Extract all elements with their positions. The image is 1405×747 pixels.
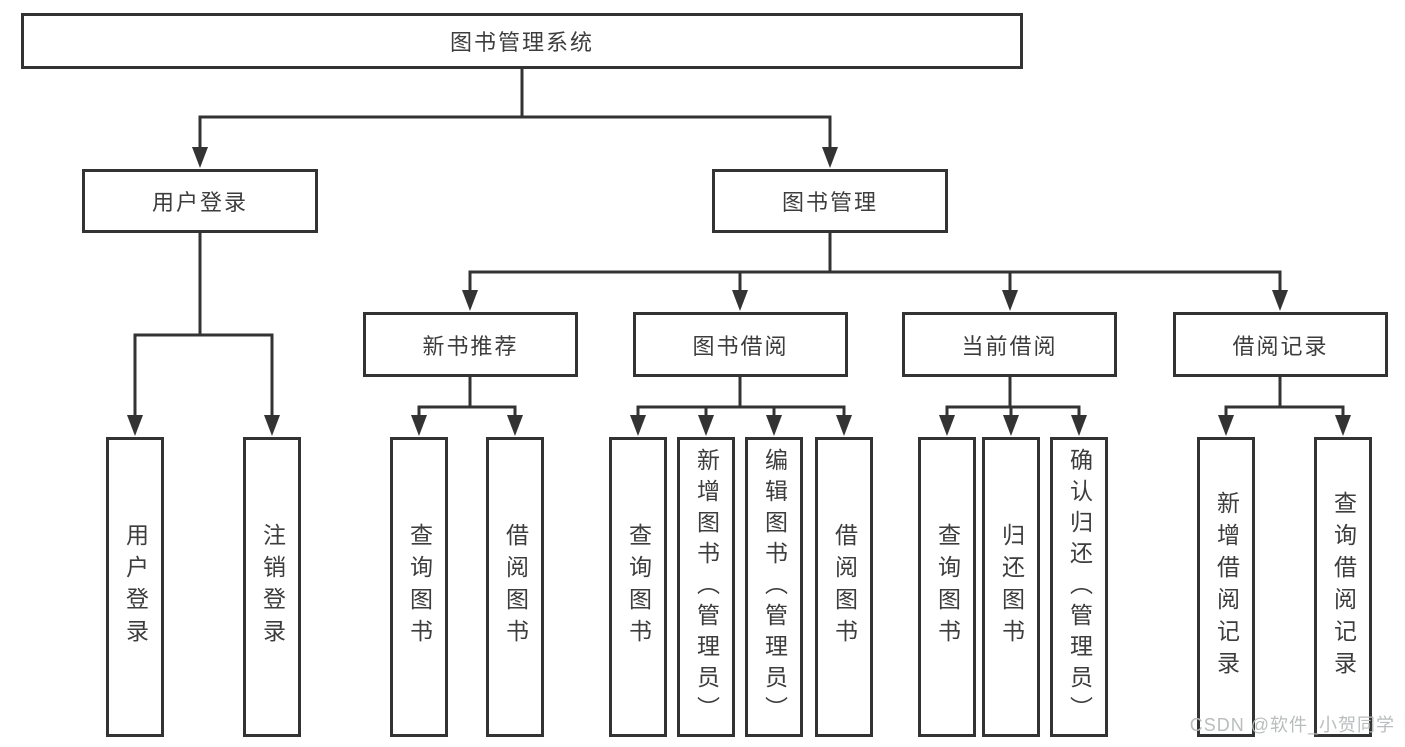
- node-new-book-recommend-label: 新书推荐: [422, 333, 519, 359]
- leaf-query-books-recommend: 查询图书: [390, 437, 448, 737]
- leaf-query-borrow-record: 查询借阅记录: [1314, 437, 1372, 737]
- node-new-book-recommend: 新书推荐: [363, 312, 578, 377]
- node-current-borrowing-label: 当前借阅: [961, 333, 1058, 359]
- node-user-login: 用户登录: [82, 169, 318, 233]
- leaf-borrow-books-recommend: 借阅图书: [486, 437, 544, 737]
- leaf-add-books-admin-label: 新增图书（管理员）: [693, 447, 720, 727]
- leaf-borrow-books-borrow: 借阅图书: [815, 437, 873, 737]
- leaf-query-books-current-label: 查询图书: [934, 523, 961, 651]
- leaf-confirm-return-admin-label: 确认归还（管理员）: [1066, 447, 1093, 727]
- leaf-edit-books-admin: 编辑图书（管理员）: [745, 437, 803, 737]
- node-book-management: 图书管理: [712, 169, 948, 233]
- leaf-add-borrow-record-label: 新增借阅记录: [1213, 491, 1240, 683]
- leaf-return-books-label: 归还图书: [998, 523, 1025, 651]
- leaf-edit-books-admin-label: 编辑图书（管理员）: [761, 447, 788, 727]
- leaf-query-books-borrow-label: 查询图书: [625, 523, 652, 651]
- leaf-add-borrow-record: 新增借阅记录: [1197, 437, 1255, 737]
- leaf-logout-label: 注销登录: [259, 523, 286, 651]
- leaf-query-books-recommend-label: 查询图书: [406, 523, 433, 651]
- leaf-borrow-books-borrow-label: 借阅图书: [831, 523, 858, 651]
- leaf-query-books-current: 查询图书: [918, 437, 976, 737]
- node-borrowing-records-label: 借阅记录: [1232, 333, 1329, 359]
- node-root-label: 图书管理系统: [449, 30, 594, 55]
- leaf-logout: 注销登录: [243, 437, 301, 737]
- node-book-management-label: 图书管理: [781, 190, 878, 215]
- leaf-query-borrow-record-label: 查询借阅记录: [1330, 491, 1357, 683]
- leaf-add-books-admin: 新增图书（管理员）: [677, 437, 735, 737]
- node-current-borrowing: 当前借阅: [902, 312, 1117, 377]
- node-root: 图书管理系统: [21, 13, 1023, 69]
- node-book-borrowing: 图书借阅: [633, 312, 848, 377]
- leaf-confirm-return-admin: 确认归还（管理员）: [1050, 437, 1108, 737]
- leaf-return-books: 归还图书: [982, 437, 1040, 737]
- node-user-login-label: 用户登录: [151, 190, 248, 215]
- leaf-query-books-borrow: 查询图书: [609, 437, 667, 737]
- node-book-borrowing-label: 图书借阅: [692, 333, 789, 359]
- leaf-user-login-label: 用户登录: [122, 523, 149, 651]
- leaf-borrow-books-recommend-label: 借阅图书: [502, 523, 529, 651]
- node-borrowing-records: 借阅记录: [1173, 312, 1388, 377]
- watermark: CSDN @软件_小贺同学: [1189, 715, 1395, 735]
- leaf-user-login: 用户登录: [106, 437, 164, 737]
